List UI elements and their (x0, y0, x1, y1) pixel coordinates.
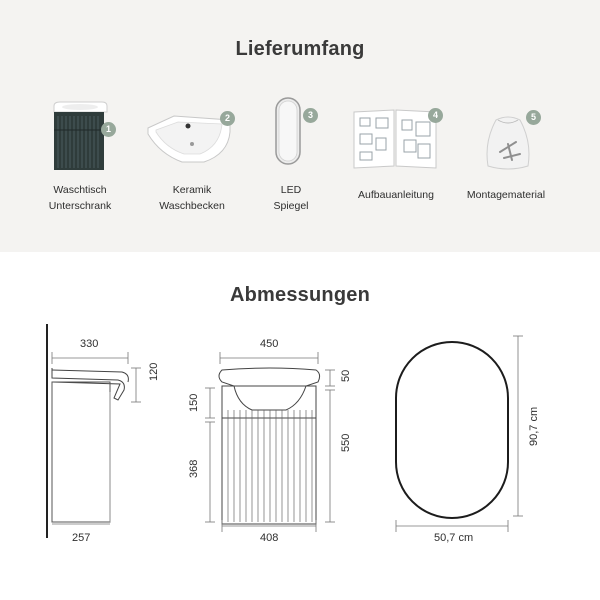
front-cabinet-height: 550 (340, 433, 352, 452)
dimension-drawing (46, 324, 523, 538)
mirror-width: 50,7 cm (434, 532, 474, 544)
item-badge-4: 4 (428, 108, 443, 123)
delivery-title: Lieferumfang (235, 38, 365, 60)
basin-image (147, 115, 231, 163)
mirror-image (275, 97, 301, 165)
mirror-height: 90,7 cm (528, 406, 540, 446)
side-top-width: 330 (80, 338, 99, 350)
mirror-outline (395, 341, 509, 519)
front-sink-height: 50 (340, 369, 352, 382)
front-lower-height: 368 (188, 459, 200, 478)
item-label-3: LED Spiegel (273, 184, 309, 212)
item-badge-3: 3 (303, 108, 318, 123)
side-bottom-width: 257 (72, 532, 91, 544)
mounting-bag-image (486, 116, 530, 170)
item-badge-2: 2 (220, 111, 235, 126)
dimensions-title: Abmessungen (229, 284, 370, 306)
front-bottom-width: 408 (260, 532, 279, 544)
item-label-4: Aufbauanleitung (358, 189, 434, 201)
side-sink-height: 120 (148, 362, 160, 381)
item-badge-1: 1 (101, 122, 116, 137)
cabinet-image (53, 101, 108, 170)
front-drawer-height: 150 (188, 393, 200, 412)
item-label-1: Waschtisch Unterschrank (48, 184, 112, 212)
manual-image (353, 109, 437, 169)
item-label-2: Keramik Waschbecken (159, 184, 225, 212)
item-label-5: Montagematerial (466, 189, 546, 201)
item-badge-5: 5 (526, 110, 541, 125)
front-top-width: 450 (260, 338, 279, 350)
